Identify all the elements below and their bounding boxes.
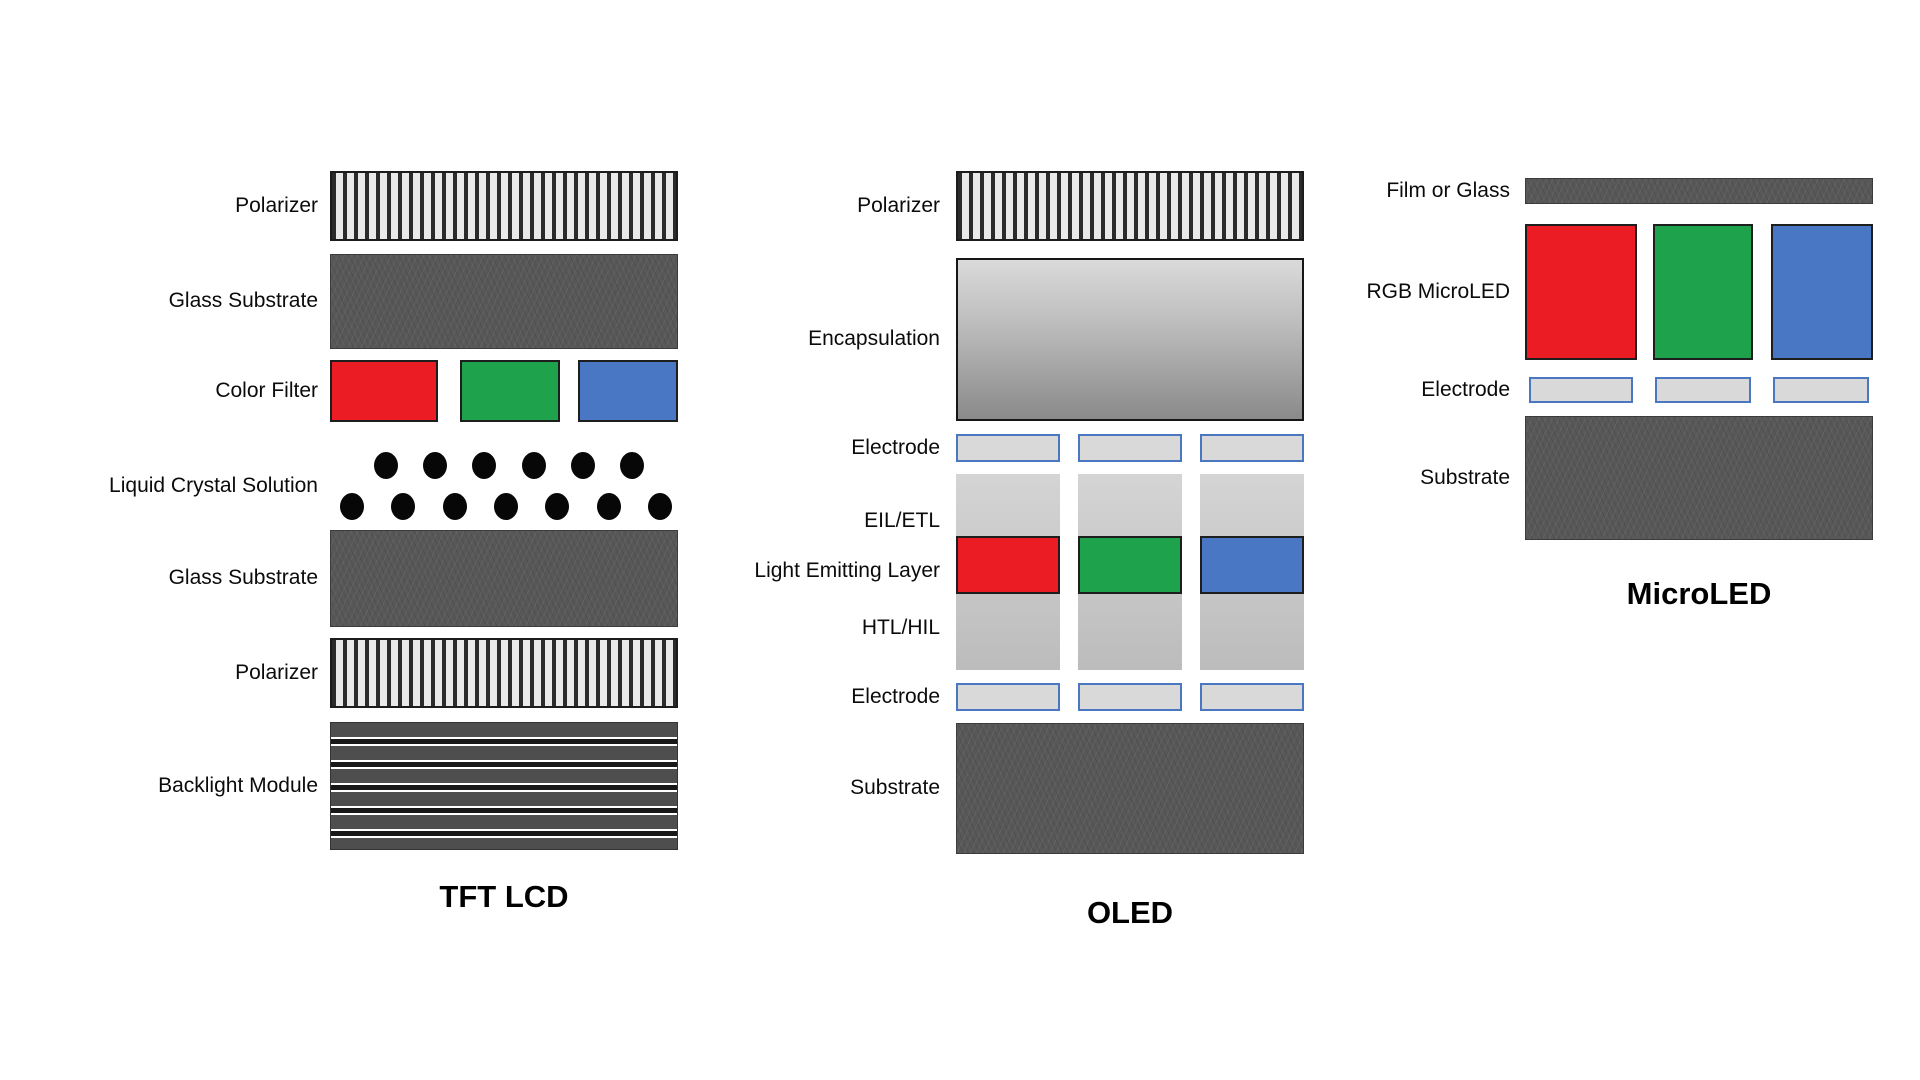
electrode-segment (1655, 377, 1751, 403)
oled-organic-stack-layer (956, 474, 1304, 670)
lcd-glass-substrate-top-layer (330, 254, 678, 349)
lc-molecule-dot (391, 493, 416, 520)
panel-title-oled: OLED (1086, 895, 1174, 930)
emitting-layer-red-rect (956, 536, 1060, 594)
lcd-color-filter-layer (330, 360, 678, 422)
oled-pixel-column-blue (1200, 474, 1304, 670)
electrode-segment (1773, 377, 1869, 403)
label-lcd-polarizer-top: Polarizer (235, 194, 318, 217)
label-lcd-glass-bottom: Glass Substrate (168, 566, 318, 589)
liquid-crystal-dot-row-top (374, 452, 644, 479)
microled-substrate-layer (1525, 416, 1873, 540)
label-oled-electrode-top: Electrode (851, 436, 940, 459)
label-microled-substrate: Substrate (1420, 466, 1510, 489)
microled-blue-rect (1771, 224, 1873, 360)
label-oled-eil-etl: EIL/ETL (864, 509, 940, 532)
label-lcd-liquid-crystal: Liquid Crystal Solution (109, 474, 318, 497)
color-filter-red-rect (330, 360, 438, 422)
label-lcd-glass-top: Glass Substrate (168, 289, 318, 312)
label-oled-substrate: Substrate (850, 776, 940, 799)
label-oled-polarizer: Polarizer (857, 194, 940, 217)
oled-pixel-column-green (1078, 474, 1182, 670)
electrode-segment (1529, 377, 1633, 403)
color-filter-blue-rect (578, 360, 678, 422)
oled-electrode-top-layer (956, 434, 1304, 462)
lcd-glass-substrate-bottom-layer (330, 530, 678, 627)
microled-green-rect (1653, 224, 1753, 360)
oled-substrate-layer (956, 723, 1304, 854)
lc-molecule-dot (340, 493, 364, 520)
microled-rgb-layer (1525, 224, 1873, 360)
lc-molecule-dot (423, 452, 448, 479)
oled-electrode-bottom-layer (956, 683, 1304, 711)
electrode-segment (1200, 434, 1304, 462)
panel-title-microled: MicroLED (1626, 576, 1772, 611)
lc-molecule-dot (521, 452, 546, 479)
lc-molecule-dot (493, 493, 518, 520)
lc-molecule-dot (647, 493, 672, 520)
label-microled-electrode: Electrode (1421, 378, 1510, 401)
microled-red-rect (1525, 224, 1637, 360)
lc-molecule-dot (570, 452, 595, 479)
oled-pixel-column-red (956, 474, 1060, 670)
oled-encapsulation-layer (956, 258, 1304, 421)
electrode-segment (1078, 434, 1182, 462)
color-filter-green-rect (460, 360, 560, 422)
label-oled-light-emitting-layer: Light Emitting Layer (754, 559, 940, 582)
label-lcd-backlight: Backlight Module (158, 774, 318, 797)
liquid-crystal-dot-row-bottom (340, 493, 672, 520)
lc-molecule-dot (374, 452, 398, 479)
electrode-segment (1078, 683, 1182, 711)
microled-electrode-layer (1525, 377, 1873, 403)
label-microled-rgb: RGB MicroLED (1366, 280, 1510, 303)
label-lcd-polarizer-bottom: Polarizer (235, 661, 318, 684)
lc-molecule-dot (442, 493, 467, 520)
lcd-polarizer-bottom-layer (330, 638, 678, 708)
electrode-segment (956, 683, 1060, 711)
lc-molecule-dot (545, 493, 570, 520)
oled-polarizer-layer (956, 171, 1304, 241)
lc-molecule-dot (596, 493, 621, 520)
panel-title-tft-lcd: TFT LCD (439, 879, 569, 914)
lc-molecule-dot (619, 452, 644, 479)
emitting-layer-blue-rect (1200, 536, 1304, 594)
label-oled-encapsulation: Encapsulation (808, 327, 940, 350)
lc-molecule-dot (472, 452, 497, 479)
emitting-layer-green-rect (1078, 536, 1182, 594)
label-microled-film-or-glass: Film or Glass (1386, 179, 1510, 202)
label-lcd-color-filter: Color Filter (215, 379, 318, 402)
lcd-polarizer-top-layer (330, 171, 678, 241)
label-oled-htl-hil: HTL/HIL (861, 616, 940, 639)
microled-film-or-glass-layer (1525, 178, 1873, 204)
electrode-segment (1200, 683, 1304, 711)
lcd-liquid-crystal-layer (330, 450, 678, 522)
label-oled-electrode-bottom: Electrode (851, 685, 940, 708)
lcd-backlight-module-layer (330, 722, 678, 850)
electrode-segment (956, 434, 1060, 462)
